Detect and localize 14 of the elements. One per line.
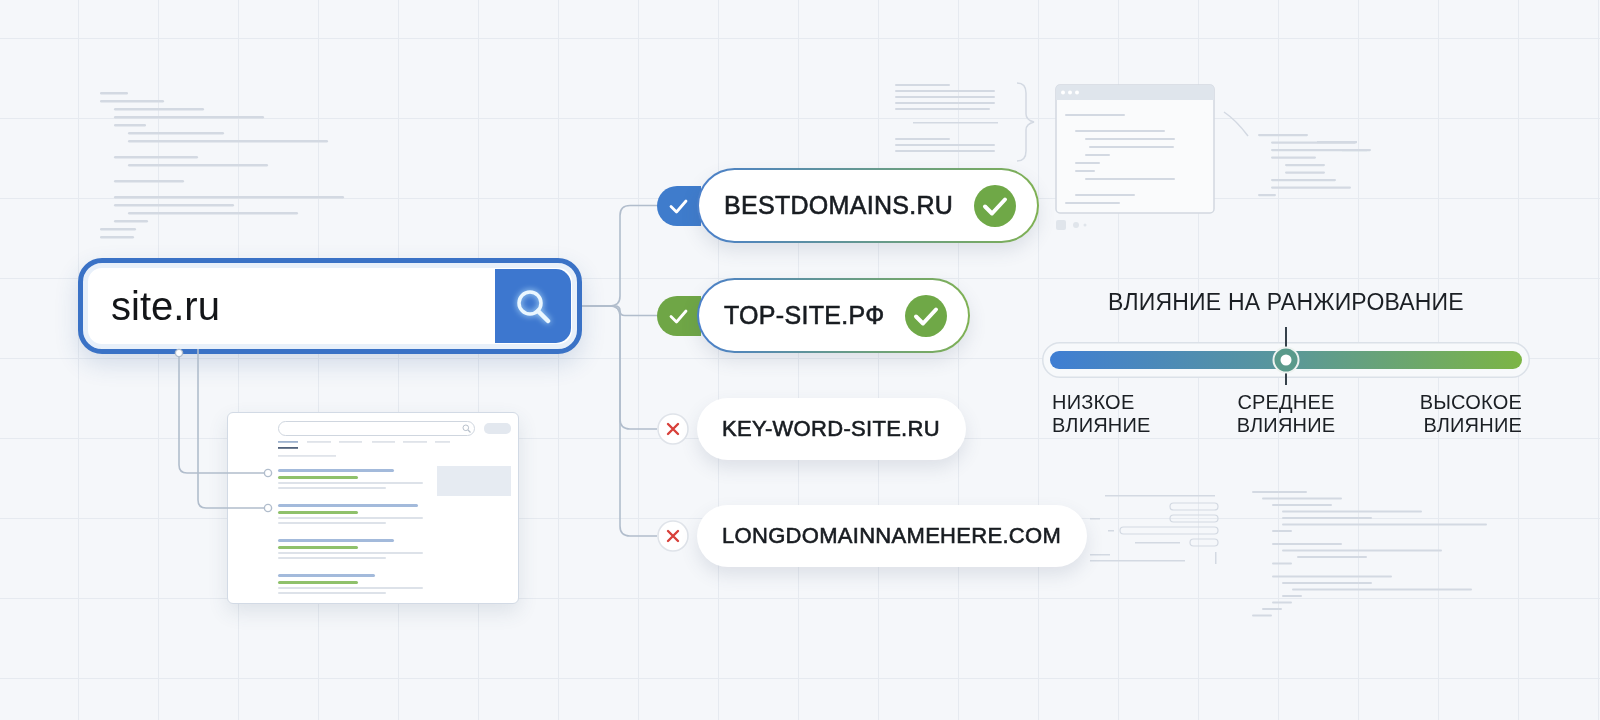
domain-name: LONGDOMAINNAMEHERE.COM — [722, 523, 1062, 549]
connector-line — [581, 305, 658, 537]
search-query-text: site.ru — [111, 283, 220, 329]
leader-line — [197, 348, 273, 513]
scale-label: НИЗКОЕ ВЛИЯНИЕ — [1052, 391, 1152, 437]
scale-label: СРЕДНЕЕ ВЛИЯНИЕ — [1235, 391, 1337, 437]
scale-title: ВЛИЯНИЕ НА РАНЖИРОВАНИЕ — [1107, 289, 1465, 315]
search-results-page — [227, 412, 519, 604]
domain-name: KEY-WORD-SITE.RU — [722, 416, 940, 442]
scale-label: ВЫСОКОЕ ВЛИЯНИЕ — [1418, 391, 1522, 437]
search-field — [78, 258, 582, 354]
domain-name: TOP-SITE.РФ — [724, 301, 885, 330]
domain-name: BESTDOMAINS.RU — [724, 191, 954, 220]
leader-line — [174, 348, 273, 478]
